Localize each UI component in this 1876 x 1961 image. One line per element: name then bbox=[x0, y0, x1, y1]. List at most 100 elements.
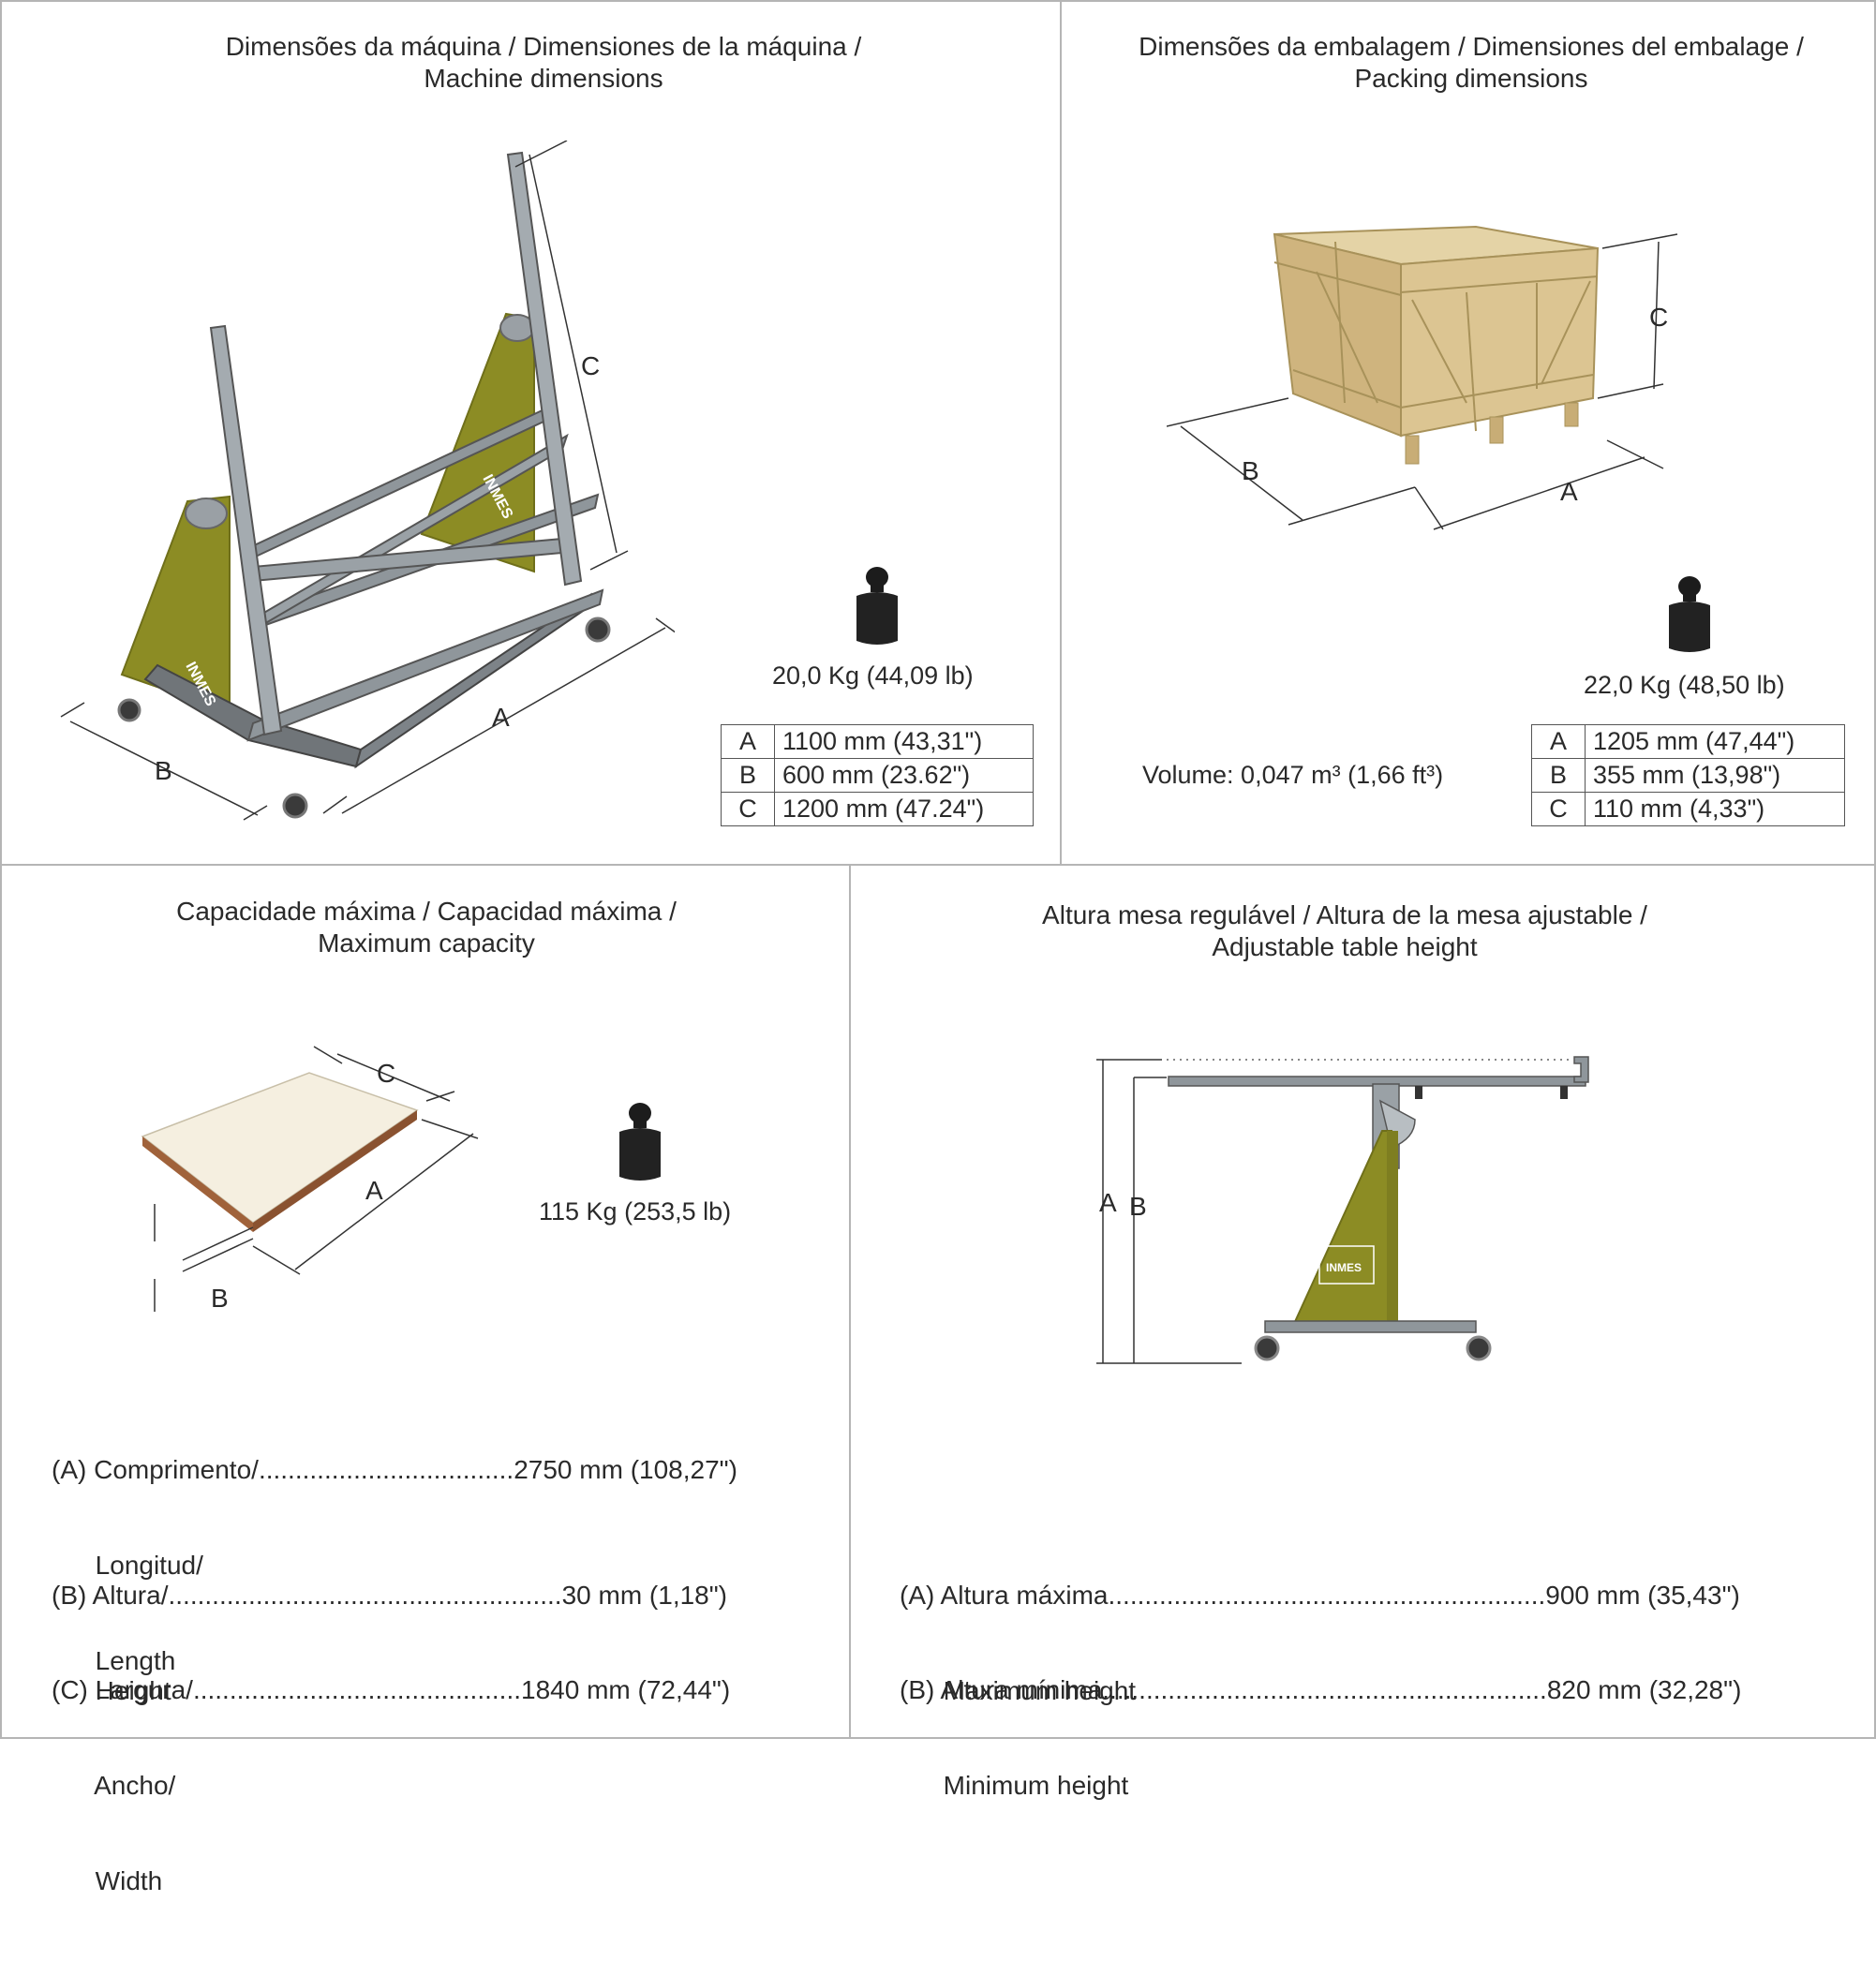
table-logo: INMES bbox=[1326, 1261, 1362, 1274]
table-caster-left bbox=[1254, 1335, 1280, 1361]
table-height-panel-title: Altura mesa regulável / Altura de la mes… bbox=[900, 899, 1790, 963]
spec-line: Height bbox=[52, 1676, 171, 1705]
table-row: A 1205 mm (47,44") bbox=[1531, 724, 1845, 759]
machine-weight-icon bbox=[856, 567, 898, 645]
outer-border-bottom bbox=[0, 1737, 1876, 1739]
machine-illustration: INMES INMES B A C bbox=[60, 141, 675, 821]
board-edge-side bbox=[253, 1110, 417, 1232]
board-dim-label-c: C bbox=[377, 1059, 395, 1088]
crate-left bbox=[1273, 232, 1402, 438]
machine-caster-1 bbox=[117, 698, 141, 722]
crate-dim-label-c: C bbox=[1649, 303, 1668, 332]
machine-title-line2: Machine dimensions bbox=[424, 64, 663, 93]
machine-right-upright bbox=[506, 151, 583, 587]
capacity-weight-icon bbox=[619, 1103, 661, 1181]
capacity-weight-label: 115 Kg (253,5 lb) bbox=[539, 1197, 732, 1226]
packing-title-line2: Packing dimensions bbox=[1354, 64, 1588, 93]
spec-line: (B) Altura mínima.......................… bbox=[900, 1675, 1742, 1704]
crate-skid-3 bbox=[1564, 402, 1579, 427]
spec-line: Length bbox=[52, 1646, 176, 1675]
packing-volume-label: Volume: 0,047 m³ (1,66 ft³) bbox=[1142, 761, 1444, 789]
machine-caster-3 bbox=[585, 617, 611, 643]
row-key: C bbox=[1531, 792, 1586, 826]
spec-line: Ancho/ bbox=[52, 1771, 176, 1800]
crate-skid-2 bbox=[1489, 416, 1504, 444]
table-spec-min-height: (B) Altura mínima.......................… bbox=[900, 1611, 1741, 1865]
crate-dimension-lines bbox=[1167, 233, 1678, 530]
top-vertical-divider bbox=[1060, 0, 1062, 865]
table-height-title-line2: Adjustable table height bbox=[1212, 932, 1478, 961]
table-row: A 1100 mm (43,31") bbox=[721, 724, 1034, 759]
machine-lower-rail bbox=[246, 588, 604, 742]
crate-dim-label-a: A bbox=[1560, 477, 1578, 506]
row-key: A bbox=[1531, 724, 1586, 759]
packing-title-line1: Dimensões da embalagem / Dimensiones del… bbox=[1139, 32, 1804, 61]
table-row: C 1200 mm (47.24") bbox=[721, 792, 1034, 826]
table-dim-label-b: B bbox=[1129, 1192, 1147, 1221]
row-value: 1205 mm (47,44") bbox=[1585, 724, 1845, 759]
machine-caster-2 bbox=[282, 793, 308, 819]
packing-weight-label: 22,0 Kg (48,50 lb) bbox=[1584, 671, 1785, 699]
table-row: C 110 mm (4,33") bbox=[1531, 792, 1845, 826]
spec-line: (A) Comprimento/........................… bbox=[52, 1455, 737, 1484]
machine-dim-label-b: B bbox=[155, 756, 172, 785]
row-key: A bbox=[721, 724, 775, 759]
spec-line: (B) Altura/.............................… bbox=[52, 1581, 727, 1610]
packing-weight-icon bbox=[1669, 576, 1710, 652]
machine-left-upright bbox=[209, 324, 283, 736]
board-dimension-lines bbox=[154, 1046, 479, 1312]
board-dim-label-b: B bbox=[211, 1284, 229, 1313]
table-row: B 600 mm (23.62") bbox=[721, 758, 1034, 793]
machine-base-frame bbox=[143, 663, 363, 768]
table-base bbox=[1264, 1320, 1477, 1333]
capacity-spec-width: (C) Largura/............................… bbox=[52, 1611, 730, 1961]
crate-dim-label-b: B bbox=[1242, 456, 1259, 485]
machine-title-line1: Dimensões da máquina / Dimensiones de la… bbox=[225, 32, 862, 61]
crate-skid-1 bbox=[1405, 435, 1420, 465]
outer-border-right bbox=[1874, 0, 1876, 1739]
row-key: B bbox=[721, 758, 775, 793]
table-dim-label-a: A bbox=[1099, 1188, 1117, 1217]
spec-line: Width bbox=[52, 1866, 163, 1895]
row-value: 600 mm (23.62") bbox=[774, 758, 1034, 793]
board-dim-label-a: A bbox=[365, 1176, 383, 1205]
spec-line: (A) Altura máxima.......................… bbox=[900, 1581, 1740, 1610]
machine-dimensions-table: A 1100 mm (43,31") B 600 mm (23.62") C 1… bbox=[721, 724, 1034, 826]
board-edge-front bbox=[142, 1136, 253, 1232]
table-row: B 355 mm (13,98") bbox=[1531, 758, 1845, 793]
capacity-panel-title: Capacidade máxima / Capacidad máxima / M… bbox=[19, 896, 834, 959]
table-side-illustration: INMES A B bbox=[1096, 1056, 1589, 1364]
spec-line: Minimum height bbox=[900, 1771, 1129, 1800]
outer-border-top bbox=[0, 0, 1876, 2]
spec-line: Maximum height bbox=[900, 1676, 1137, 1705]
row-value: 355 mm (13,98") bbox=[1585, 758, 1845, 793]
table-caster-right bbox=[1466, 1335, 1492, 1361]
capacity-spec-height: (B) Altura/.............................… bbox=[52, 1516, 727, 1771]
row-value: 110 mm (4,33") bbox=[1585, 792, 1845, 826]
outer-border-left bbox=[0, 0, 2, 1739]
table-stand-plate bbox=[1291, 1130, 1392, 1327]
packing-dimensions-table: A 1205 mm (47,44") B 355 mm (13,98") C 1… bbox=[1531, 724, 1845, 826]
table-spec-max-height: (A) Altura máxima.......................… bbox=[900, 1516, 1740, 1771]
spec-line: (C) Largura/............................… bbox=[52, 1675, 731, 1704]
row-value: 1200 mm (47.24") bbox=[774, 792, 1034, 826]
packing-panel-title: Dimensões da embalagem / Dimensiones del… bbox=[1068, 31, 1874, 95]
row-key: C bbox=[721, 792, 775, 826]
machine-dim-label-c: C bbox=[581, 351, 600, 380]
bottom-vertical-divider bbox=[849, 864, 851, 1739]
machine-dim-label-a: A bbox=[492, 703, 510, 732]
table-dimension-lines bbox=[1096, 1059, 1242, 1364]
capacity-title-line2: Maximum capacity bbox=[318, 929, 535, 958]
spec-line: Longitud/ bbox=[52, 1551, 203, 1580]
horizontal-divider bbox=[0, 864, 1876, 866]
crate-illustration: B A C bbox=[1167, 225, 1678, 530]
machine-dimension-lines bbox=[60, 141, 675, 821]
board-illustration: C A B bbox=[141, 1046, 479, 1313]
machine-panel-title: Dimensões da máquina / Dimensiones de la… bbox=[112, 31, 975, 95]
capacity-spec-length: (A) Comprimento/........................… bbox=[52, 1390, 737, 1741]
machine-weight-label: 20,0 Kg (44,09 lb) bbox=[772, 661, 974, 690]
row-key: B bbox=[1531, 758, 1586, 793]
table-height-title-line1: Altura mesa regulável / Altura de la mes… bbox=[1042, 900, 1647, 929]
row-value: 1100 mm (43,31") bbox=[774, 724, 1034, 759]
capacity-title-line1: Capacidade máxima / Capacidad máxima / bbox=[176, 897, 677, 926]
